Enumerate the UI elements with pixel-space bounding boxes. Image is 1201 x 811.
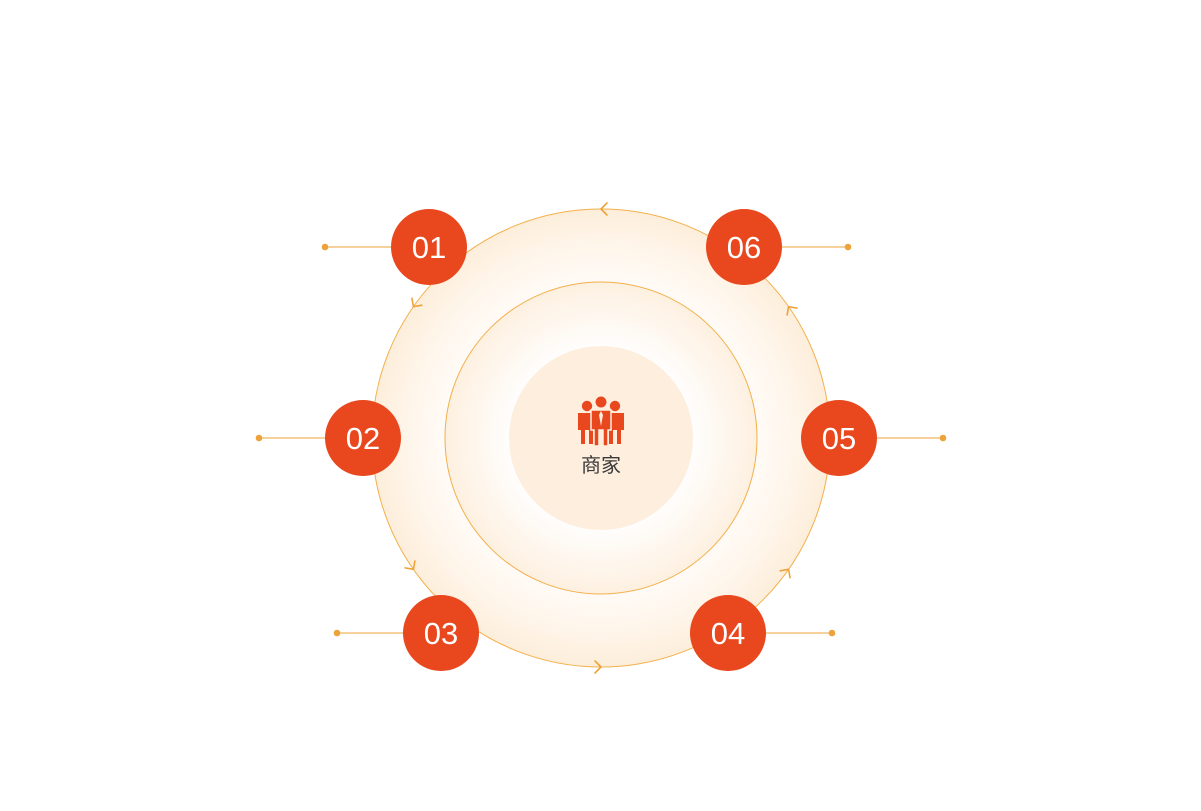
connector-dot-02 — [255, 434, 263, 442]
flow-arrow-icon — [411, 297, 423, 308]
step-node-circle — [801, 400, 877, 476]
center-label: 商家 — [581, 453, 621, 477]
step-node-label: 06 — [727, 230, 761, 265]
step-node-label: 03 — [424, 616, 458, 651]
step-node-circle — [706, 209, 782, 285]
step-node-06[interactable]: 06 — [706, 209, 782, 285]
step-node-circle — [403, 595, 479, 671]
connector-dot-03 — [333, 629, 341, 637]
center-core — [509, 346, 693, 530]
flow-arrow-icon — [404, 560, 416, 571]
step-node-01[interactable]: 01 — [391, 209, 467, 285]
step-node-circle — [391, 209, 467, 285]
group-people-icon — [578, 395, 624, 447]
flow-arrow-icon — [594, 660, 602, 674]
step-node-03[interactable]: 03 — [403, 595, 479, 671]
step-node-label: 05 — [822, 421, 856, 456]
step-node-circle — [690, 595, 766, 671]
flow-arrow-icon — [779, 568, 791, 579]
connector-dot-06 — [844, 243, 852, 251]
step-node-05[interactable]: 05 — [801, 400, 877, 476]
connector-dot-01 — [321, 243, 329, 251]
flow-arrow-icon — [786, 305, 798, 316]
step-node-04[interactable]: 04 — [690, 595, 766, 671]
step-node-02[interactable]: 02 — [325, 400, 401, 476]
step-node-label: 04 — [711, 616, 745, 651]
flow-arrow-icon — [600, 202, 608, 216]
connector-dot-05 — [939, 434, 947, 442]
step-node-label: 02 — [346, 421, 380, 456]
step-node-circle — [325, 400, 401, 476]
step-node-label: 01 — [412, 230, 446, 265]
flow-arrows — [404, 202, 798, 674]
connector-dot-04 — [828, 629, 836, 637]
